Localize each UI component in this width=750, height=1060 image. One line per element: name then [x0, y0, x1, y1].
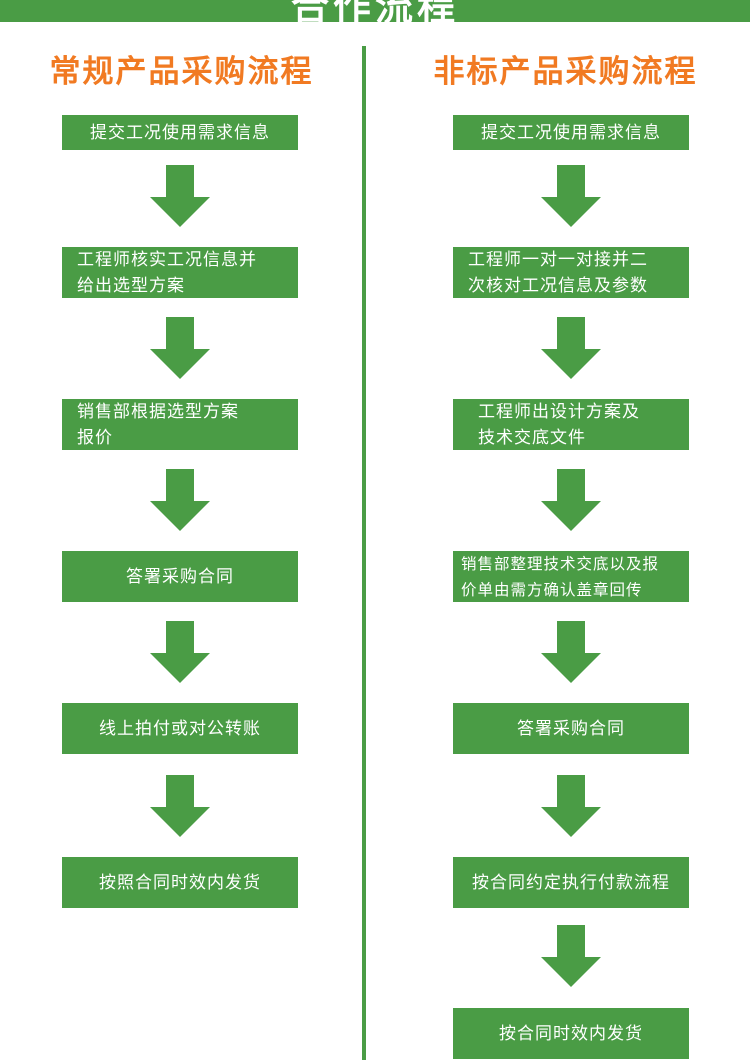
arrow-down-icon	[150, 165, 210, 227]
right-step-5: 答署采购合同	[453, 703, 689, 754]
arrow-down-icon	[541, 775, 601, 837]
arrow-down-icon	[541, 469, 601, 531]
banner-title: 合作流程	[290, 0, 459, 22]
arrow-down-icon	[541, 317, 601, 379]
top-banner: 合作流程	[0, 0, 750, 22]
right-step-7: 按合同时效内发货	[453, 1008, 689, 1059]
left-step-6: 按照合同时效内发货	[62, 857, 298, 908]
right-step-1: 提交工况使用需求信息	[453, 115, 689, 150]
right-column-title: 非标产品采购流程	[433, 54, 698, 90]
left-column-title: 常规产品采购流程	[49, 54, 314, 90]
left-step-2: 工程师核实工况信息并 给出选型方案	[62, 247, 298, 298]
arrow-down-icon	[541, 165, 601, 227]
arrow-down-icon	[150, 775, 210, 837]
arrow-down-icon	[541, 621, 601, 683]
right-step-3: 工程师出设计方案及 技术交底文件	[453, 399, 689, 450]
left-step-3: 销售部根据选型方案 报价	[62, 399, 298, 450]
right-step-2: 工程师一对一对接并二 次核对工况信息及参数	[453, 247, 689, 298]
arrow-down-icon	[541, 925, 601, 987]
arrow-down-icon	[150, 469, 210, 531]
right-step-6: 按合同约定执行付款流程	[453, 857, 689, 908]
left-step-4: 答署采购合同	[62, 551, 298, 602]
left-step-5: 线上拍付或对公转账	[62, 703, 298, 754]
arrow-down-icon	[150, 621, 210, 683]
right-step-4: 销售部整理技术交底以及报 价单由需方确认盖章回传	[453, 551, 689, 602]
arrow-down-icon	[150, 317, 210, 379]
left-step-1: 提交工况使用需求信息	[62, 115, 298, 150]
column-divider	[362, 46, 366, 1060]
